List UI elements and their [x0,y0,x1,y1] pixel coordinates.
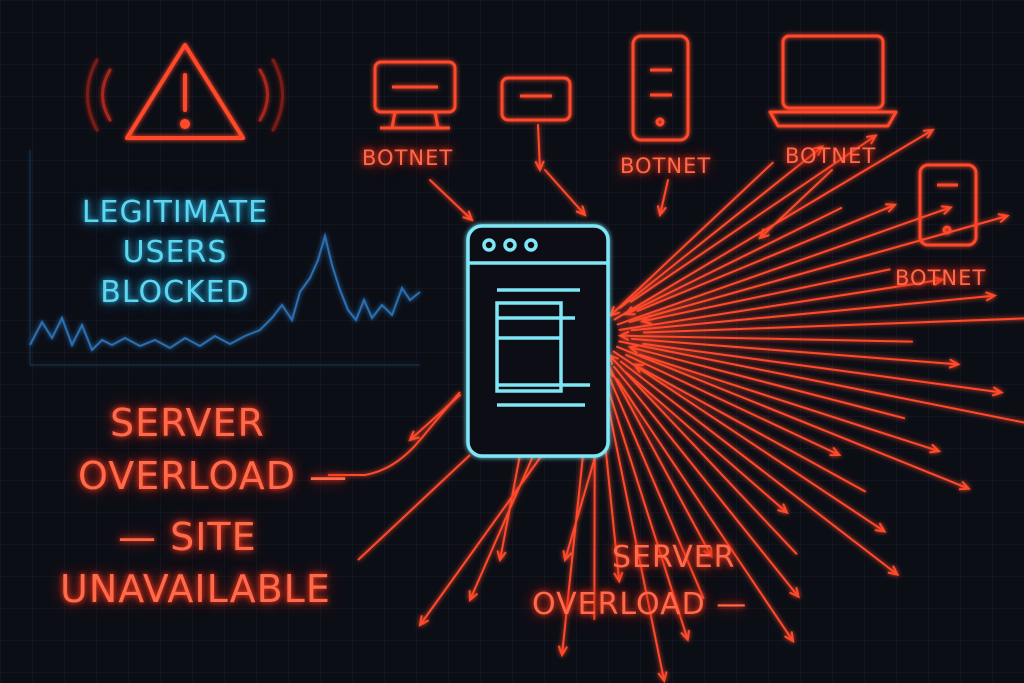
botnet-label: BOTNET [895,266,987,290]
arrow [608,161,774,317]
arrow [562,439,601,563]
legit-users-label-2: USERS [122,235,228,270]
arrow [638,353,942,454]
arrow [627,344,906,420]
arrow [623,206,843,316]
server-overload-bottom-2: OVERLOAD — [532,587,748,622]
arrow [612,365,800,599]
server-overload-bottom-1: SERVER [612,540,736,575]
server-overload-line-4: UNAVAILABLE [60,567,331,611]
arrow [544,169,587,217]
arrow [656,179,669,218]
traffic-line [29,232,421,352]
arrow [616,345,971,491]
arrow [625,371,789,515]
arrow [630,291,998,332]
arrow [618,340,1024,424]
arrow [496,454,521,563]
server-overload-line-2: OVERLOAD — [78,454,349,498]
arrow [613,128,935,321]
arrow [630,134,878,303]
attack-traffic-arrows [408,124,1024,683]
server-overload-line-1: SERVER [110,401,265,445]
monitor-icon [373,60,457,130]
browser-window-icon [466,224,610,458]
arrow [639,268,891,325]
arrow [618,275,945,331]
arrow [615,377,795,644]
arrow [619,145,825,309]
device-box-icon [500,76,572,122]
arrow [418,429,561,627]
legit-users-label-3: BLOCKED [100,275,250,310]
arrow [636,203,898,312]
arrow [468,439,541,603]
traffic-chart [29,150,421,366]
arrow [616,205,953,326]
arrow [603,357,713,559]
arrow [429,179,474,222]
botnet-label: BOTNET [785,144,877,168]
arrow [625,353,842,457]
arrow [630,337,961,369]
arrow [642,317,1024,334]
arrow [612,350,887,533]
arrow [642,342,1004,397]
phone-icon [918,163,978,247]
warning-icon [86,43,284,140]
server-overload-line-3: — SITE [118,515,257,559]
phone-icon [631,34,690,142]
arrow [605,381,690,642]
botnet-label: BOTNET [362,146,454,170]
arrow [619,360,900,576]
arrow [758,169,833,240]
botnet-label: BOTNET [620,154,712,178]
connector-lines [328,391,471,561]
legit-users-label-1: LEGITIMATE [81,195,269,230]
laptop-icon [768,34,898,128]
arrow [617,330,914,343]
arrow [534,124,545,173]
